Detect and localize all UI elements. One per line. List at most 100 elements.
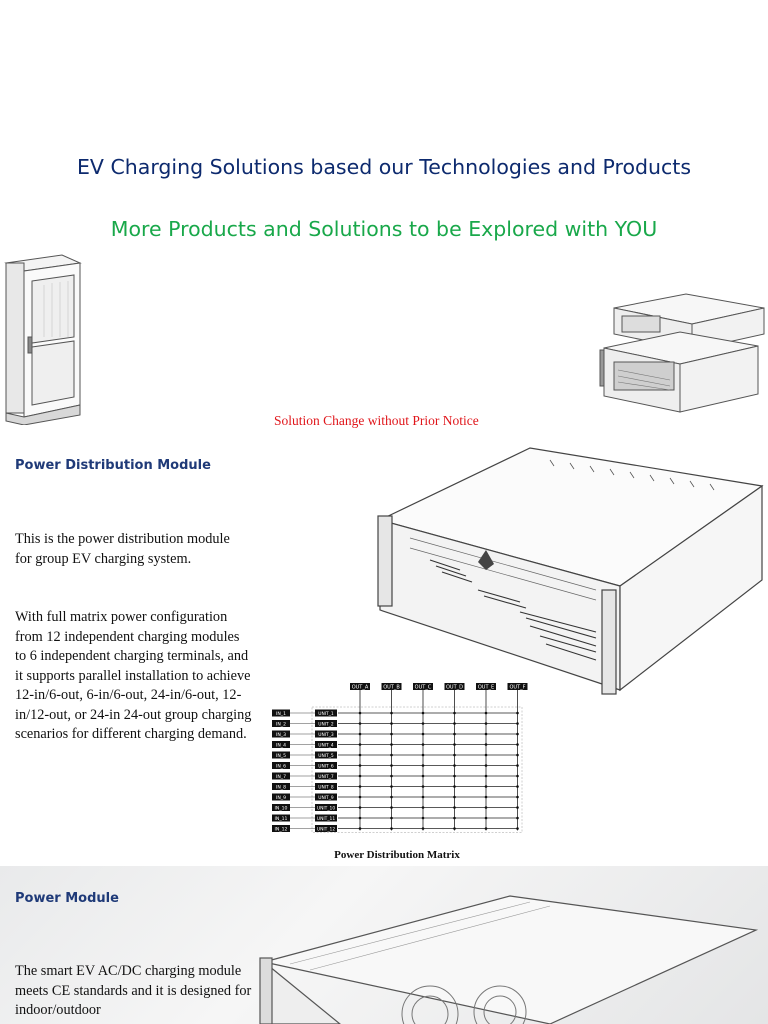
matrix-node — [358, 711, 362, 715]
matrix-unit-label: UNIT_4 — [318, 742, 334, 748]
matrix-node — [421, 764, 425, 767]
module-stack-illustration — [599, 293, 765, 413]
matrix-node — [453, 816, 456, 820]
matrix-node — [516, 764, 519, 767]
matrix-output-box — [476, 683, 496, 690]
matrix-node — [390, 795, 393, 799]
matrix-input-box — [272, 741, 290, 748]
pdm-description-1: This is the power distribution module fo… — [15, 531, 230, 567]
matrix-output-box — [413, 683, 433, 690]
matrix-output-label: OUT_A — [352, 685, 369, 691]
matrix-input-label: IN_11 — [275, 816, 288, 822]
matrix-node — [421, 827, 425, 830]
pdm-description-2: With full matrix power configuration fro… — [15, 609, 252, 742]
matrix-node — [484, 827, 488, 830]
matrix-node — [516, 711, 519, 715]
matrix-node — [484, 722, 488, 725]
matrix-node — [421, 753, 425, 757]
matrix-output-box — [381, 683, 402, 690]
matrix-unit-box — [315, 709, 337, 717]
matrix-node — [453, 827, 456, 830]
matrix-node — [390, 764, 393, 767]
matrix-output-box — [350, 683, 370, 690]
matrix-node — [453, 795, 456, 799]
matrix-unit-box — [315, 720, 337, 727]
matrix-caption: Power Distribution Matrix — [334, 849, 460, 861]
matrix-unit-label: UNIT_7 — [318, 774, 334, 780]
matrix-node — [390, 711, 393, 715]
page-title: EV Charging Solutions based our Technolo… — [76, 155, 692, 179]
matrix-node — [358, 774, 362, 778]
matrix-node — [453, 764, 456, 767]
matrix-node — [358, 795, 362, 799]
matrix-unit-box — [315, 751, 337, 759]
matrix-unit-box — [315, 783, 337, 790]
matrix-node — [453, 743, 456, 746]
matrix-input-label: IN_2 — [276, 721, 286, 727]
matrix-unit-label: UNIT_11 — [317, 816, 335, 822]
matrix-node — [516, 806, 519, 809]
matrix-node — [421, 774, 425, 778]
matrix-input-label: IN_7 — [276, 774, 286, 780]
matrix-node — [484, 711, 488, 715]
matrix-node — [390, 722, 393, 725]
power-module-section: Power Module — [0, 866, 768, 1024]
matrix-unit-box — [315, 762, 337, 769]
matrix-unit-label: UNIT_3 — [318, 732, 334, 738]
matrix-node — [516, 816, 519, 820]
matrix-node — [358, 785, 362, 788]
matrix-node — [453, 806, 456, 809]
matrix-node — [358, 753, 362, 757]
matrix-node — [390, 785, 393, 788]
matrix-node — [516, 732, 519, 736]
matrix-unit-box — [315, 825, 337, 832]
matrix-node — [390, 806, 393, 809]
matrix-node — [421, 732, 425, 736]
matrix-output-label: OUT_F — [509, 685, 525, 691]
matrix-node — [484, 753, 488, 757]
matrix-output-label: OUT_D — [446, 685, 463, 691]
matrix-input-box — [272, 793, 290, 801]
matrix-unit-box — [315, 741, 337, 748]
matrix-node — [516, 785, 519, 788]
matrix-node — [421, 816, 425, 820]
matrix-unit-label: UNIT_6 — [318, 763, 334, 769]
matrix-node — [358, 722, 362, 725]
matrix-input-box — [272, 825, 290, 832]
matrix-unit-box — [315, 793, 337, 801]
pm-description-1: The smart EV AC/DC charging module meets… — [15, 963, 252, 1018]
matrix-input-box — [272, 804, 290, 811]
matrix-node — [358, 732, 362, 736]
matrix-input-box — [272, 814, 290, 822]
matrix-node — [516, 743, 519, 746]
matrix-node — [358, 827, 362, 830]
matrix-unit-box — [315, 804, 337, 811]
matrix-node — [484, 743, 488, 746]
matrix-node — [421, 785, 425, 788]
matrix-node — [453, 711, 456, 715]
matrix-node — [390, 753, 393, 757]
matrix-node — [453, 722, 456, 725]
matrix-node — [390, 827, 393, 830]
matrix-unit-box — [315, 772, 337, 780]
matrix-node — [421, 743, 425, 746]
matrix-node — [484, 774, 488, 778]
matrix-output-box — [444, 683, 465, 690]
matrix-input-label: IN_1 — [276, 711, 286, 717]
matrix-node — [358, 764, 362, 767]
matrix-node — [484, 785, 488, 788]
matrix-node — [453, 785, 456, 788]
matrix-output-label: OUT_E — [478, 685, 494, 691]
matrix-node — [484, 816, 488, 820]
matrix-input-label: IN_10 — [275, 805, 288, 811]
matrix-node — [421, 722, 425, 725]
matrix-unit-label: UNIT_1 — [318, 711, 334, 717]
matrix-input-label: IN_6 — [276, 763, 286, 769]
notice-text: Solution Change without Prior Notice — [274, 413, 479, 428]
matrix-node — [453, 732, 456, 736]
matrix-input-label: IN_12 — [275, 826, 288, 832]
matrix-node — [484, 795, 488, 799]
matrix-input-label: IN_9 — [276, 795, 286, 801]
matrix-input-box — [272, 709, 290, 717]
